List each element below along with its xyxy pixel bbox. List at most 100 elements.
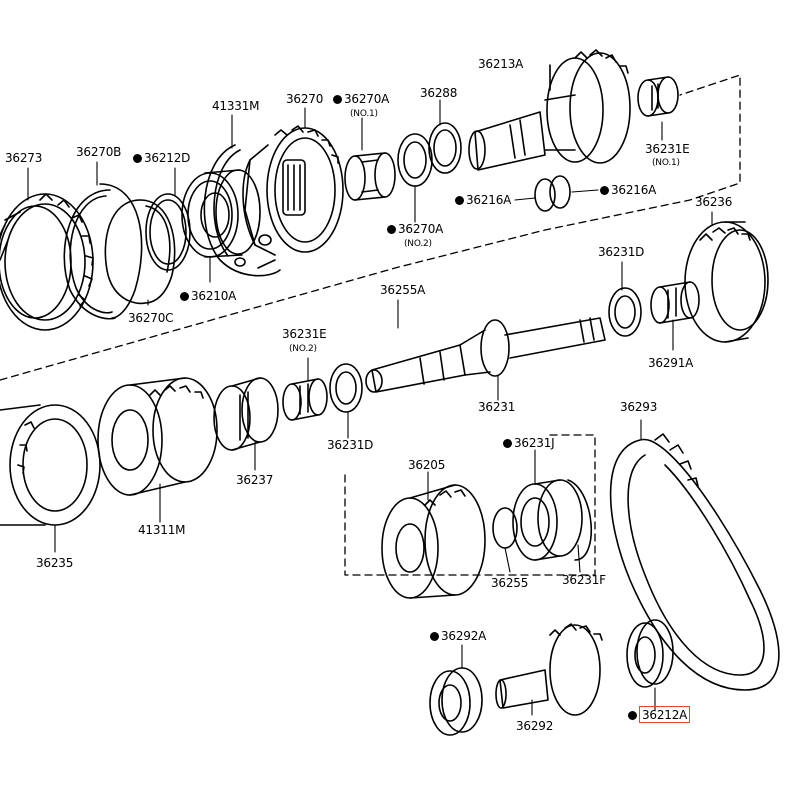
drive-sprocket-36236[interactable] [685,222,768,342]
part-label-36292A: 36292A [430,630,486,643]
snap-ring-36270C[interactable] [105,200,174,303]
part-label-36231D-bottom: 36231D [327,439,373,452]
part-note-no2: (NO.2) [289,343,317,356]
note-text: (NO.1) [350,109,378,119]
part-label-36231F: 36231F [562,574,606,587]
bullet-icon [133,154,142,163]
bullet-icon [180,292,189,301]
part-label-36235: 36235 [36,557,73,570]
part-label-36212A[interactable]: 36212A [628,706,691,723]
output-shaft-36292[interactable] [496,624,602,715]
part-number: 36292 [516,719,554,733]
part-note-no1: (NO.1) [652,157,680,170]
dashed-group-outline [0,75,740,575]
part-number: 36212D [144,151,191,165]
part-label-36213A: 36213A [478,58,523,71]
part-number: 36273 [5,151,43,165]
part-label-36255: 36255 [491,577,528,590]
bullet-icon [455,196,464,205]
bearing-36231J[interactable] [513,480,582,560]
bullet-icon [387,225,396,234]
washer-36270A-no2[interactable] [398,134,432,186]
part-number: 36205 [408,458,446,472]
part-number: 36231F [562,573,606,587]
part-number: 36231 [478,400,516,414]
part-number: 36255A [380,283,426,297]
bullet-icon [333,95,342,104]
part-number: 41331M [212,99,260,113]
part-number: 36231J [514,436,555,450]
part-label-36231E-no2: 36231E [282,328,327,341]
ring-36212D[interactable] [146,194,190,270]
part-number: 36292A [441,629,487,643]
part-label-36270B: 36270B [76,146,121,159]
part-number: 36236 [695,195,733,209]
part-label-36216A-right: 36216A [600,184,656,197]
part-label-36231: 36231 [478,401,515,414]
part-label-36231E-no1: 36231E [645,143,690,156]
part-label-36270A-no2: 36270A [387,223,443,236]
part-label-41331M: 41331M [212,99,260,113]
part-number: 36270A [344,92,390,106]
planetary-carrier-36270[interactable] [235,126,343,268]
part-number: 36288 [420,86,458,100]
bullet-icon [430,632,439,641]
part-number: 36210A [191,289,237,303]
part-number: 36231D [598,245,645,259]
clutch-sleeve-41311M[interactable] [98,378,217,495]
hub-36237[interactable] [214,378,278,450]
washer-36288[interactable] [429,123,461,173]
part-number: 36231E [282,327,327,341]
bearing-36292A[interactable] [430,668,482,735]
thrust-washer-36231D-top[interactable] [609,288,641,336]
leader-lines [28,65,712,715]
part-note-no1: (NO.1) [350,108,378,121]
part-number: 36270 [286,92,324,106]
part-label-41311M: 41311M [138,523,186,537]
part-label-36231J: 36231J [503,437,555,450]
part-label-36291A: 36291A [648,357,693,370]
part-number: 36270A [398,222,444,236]
part-label-36270: 36270 [286,93,323,106]
part-number: 36255 [491,576,529,590]
gear-36235[interactable] [0,405,100,525]
needle-bearing-36270A-no1[interactable] [345,153,395,200]
part-number: 36216A [611,183,657,197]
part-note-no2: (NO.2) [404,238,432,251]
input-shaft-36231[interactable] [366,318,605,392]
highlighted-part-number[interactable]: 36212A [639,706,691,723]
part-number: 36237 [236,473,274,487]
bullet-icon [503,439,512,448]
part-label-36205: 36205 [408,459,445,472]
part-label-36270C: 36270C [128,312,174,325]
part-label-36210A: 36210A [180,290,236,303]
drive-chain-36293[interactable] [611,434,779,690]
part-number: 36231D [327,438,374,452]
driven-sprocket-36205[interactable] [382,485,485,598]
part-label-36292: 36292 [516,720,553,733]
thrust-washer-36231D-bottom[interactable] [330,364,362,412]
part-number: 36231E [645,142,690,156]
needle-bearing-36291A[interactable] [651,282,699,323]
snap-ring-36216A[interactable] [535,176,570,211]
part-number: 41311M [138,523,186,537]
part-number: 36213A [478,57,524,71]
part-label-36237: 36237 [236,474,273,487]
snap-ring-36231F[interactable] [568,480,591,560]
bullet-icon [628,711,637,720]
bullet-icon [600,186,609,195]
part-label-36212D: 36212D [133,152,190,165]
output-shaft-36213A[interactable] [469,50,630,170]
snap-ring-36270B[interactable] [64,184,141,319]
part-label-36293: 36293 [620,401,657,414]
snap-ring-41331M[interactable] [204,145,280,276]
bearing-36212A[interactable] [627,620,673,687]
needle-bearing-36231E-no2[interactable] [283,379,327,420]
part-label-36288: 36288 [420,87,457,100]
part-number: 36293 [620,400,658,414]
part-number: 36291A [648,356,694,370]
part-number: 36270B [76,145,122,159]
needle-bearing-36231E-no1[interactable] [638,77,678,116]
part-label-36270A-no1: 36270A [333,93,389,106]
